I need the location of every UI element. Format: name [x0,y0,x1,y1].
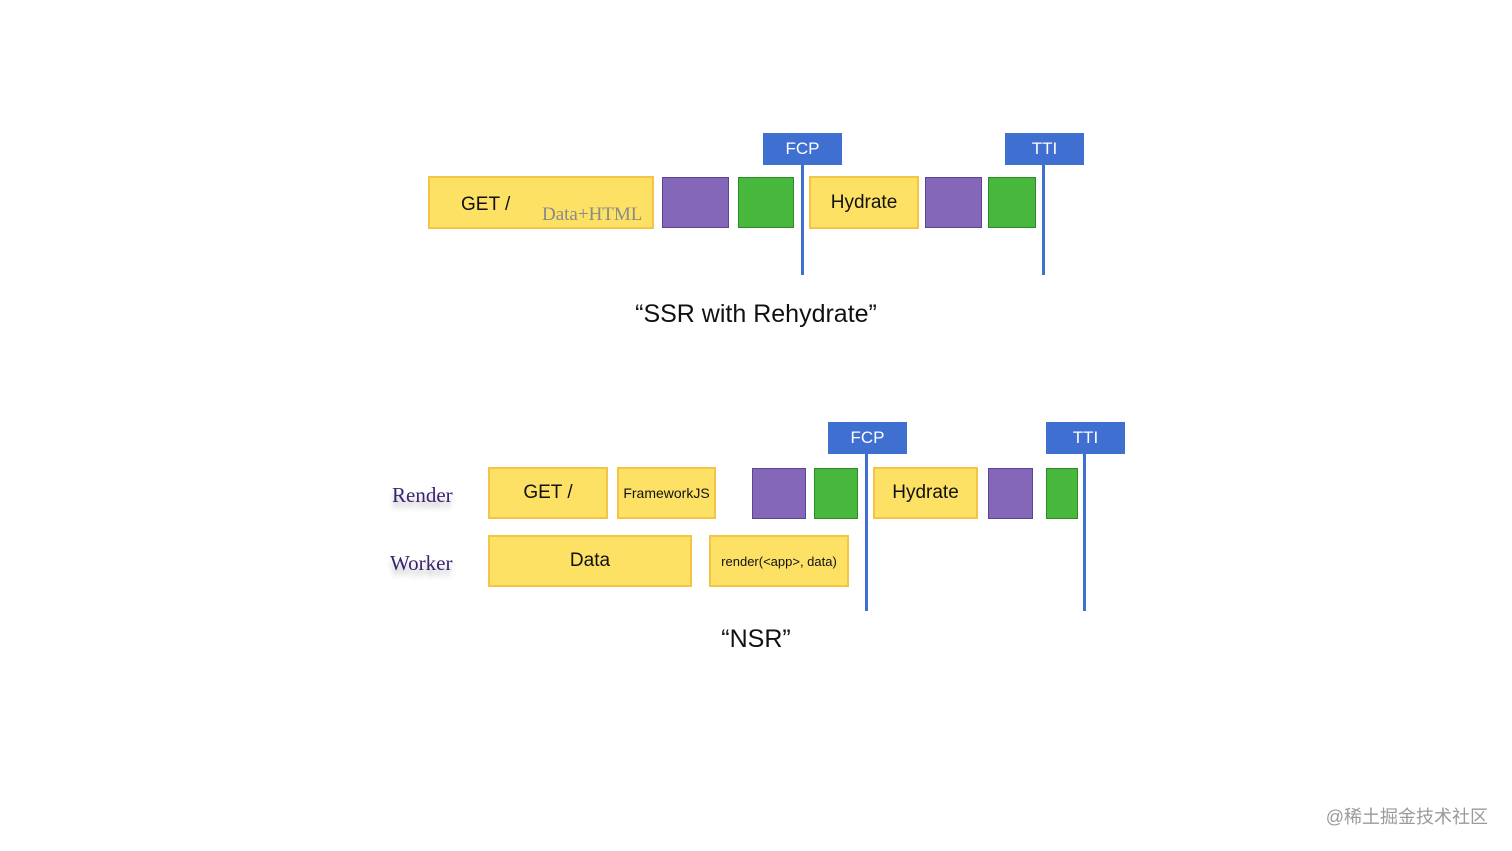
nsr-fcp-tag: FCP [828,422,907,454]
nsr-parse-block-1 [752,468,806,519]
nsr-data-block: Data [488,535,692,587]
nsr-parse-block-2 [988,468,1033,519]
nsr-get-label: GET / [523,482,573,503]
ssr-hydrate-block: Hydrate [809,176,919,229]
ssr-tti-line [1042,165,1045,275]
ssr-execute-block-1 [738,177,794,228]
nsr-render-call-label: render(<app>, data) [721,553,837,569]
nsr-render-row-label: Render [392,483,453,507]
nsr-tti-line [1083,454,1086,611]
ssr-parse-block-2 [925,177,982,228]
ssr-get-block: GET / Data+HTML [428,176,654,229]
watermark: @稀土掘金技术社区 [1325,807,1488,827]
nsr-hydrate-label: Hydrate [892,482,959,503]
nsr-data-label: Data [569,550,611,571]
ssr-fcp-line [801,165,804,275]
nsr-execute-block-2 [1046,468,1078,519]
nsr-tti-tag: TTI [1046,422,1125,454]
ssr-get-sub-label: Data+HTML [542,204,643,225]
ssr-execute-block-2 [988,177,1036,228]
nsr-framework-block: FrameworkJS [617,467,716,519]
ssr-fcp-tag: FCP [763,133,842,165]
ssr-tti-tag: TTI [1005,133,1084,165]
nsr-caption: “NSR” [721,625,791,653]
ssr-get-label: GET / [461,194,511,215]
ssr-hydrate-label: Hydrate [830,191,898,213]
nsr-framework-label: FrameworkJS [623,485,710,501]
ssr-parse-block-1 [662,177,729,228]
nsr-get-block: GET / [488,467,608,519]
nsr-execute-block-1 [814,468,858,519]
nsr-hydrate-block: Hydrate [873,467,978,519]
nsr-render-call-block: render(<app>, data) [709,535,849,587]
nsr-fcp-line [865,454,868,611]
nsr-worker-row-label: Worker [390,551,453,575]
ssr-caption: “SSR with Rehydrate” [635,300,877,328]
